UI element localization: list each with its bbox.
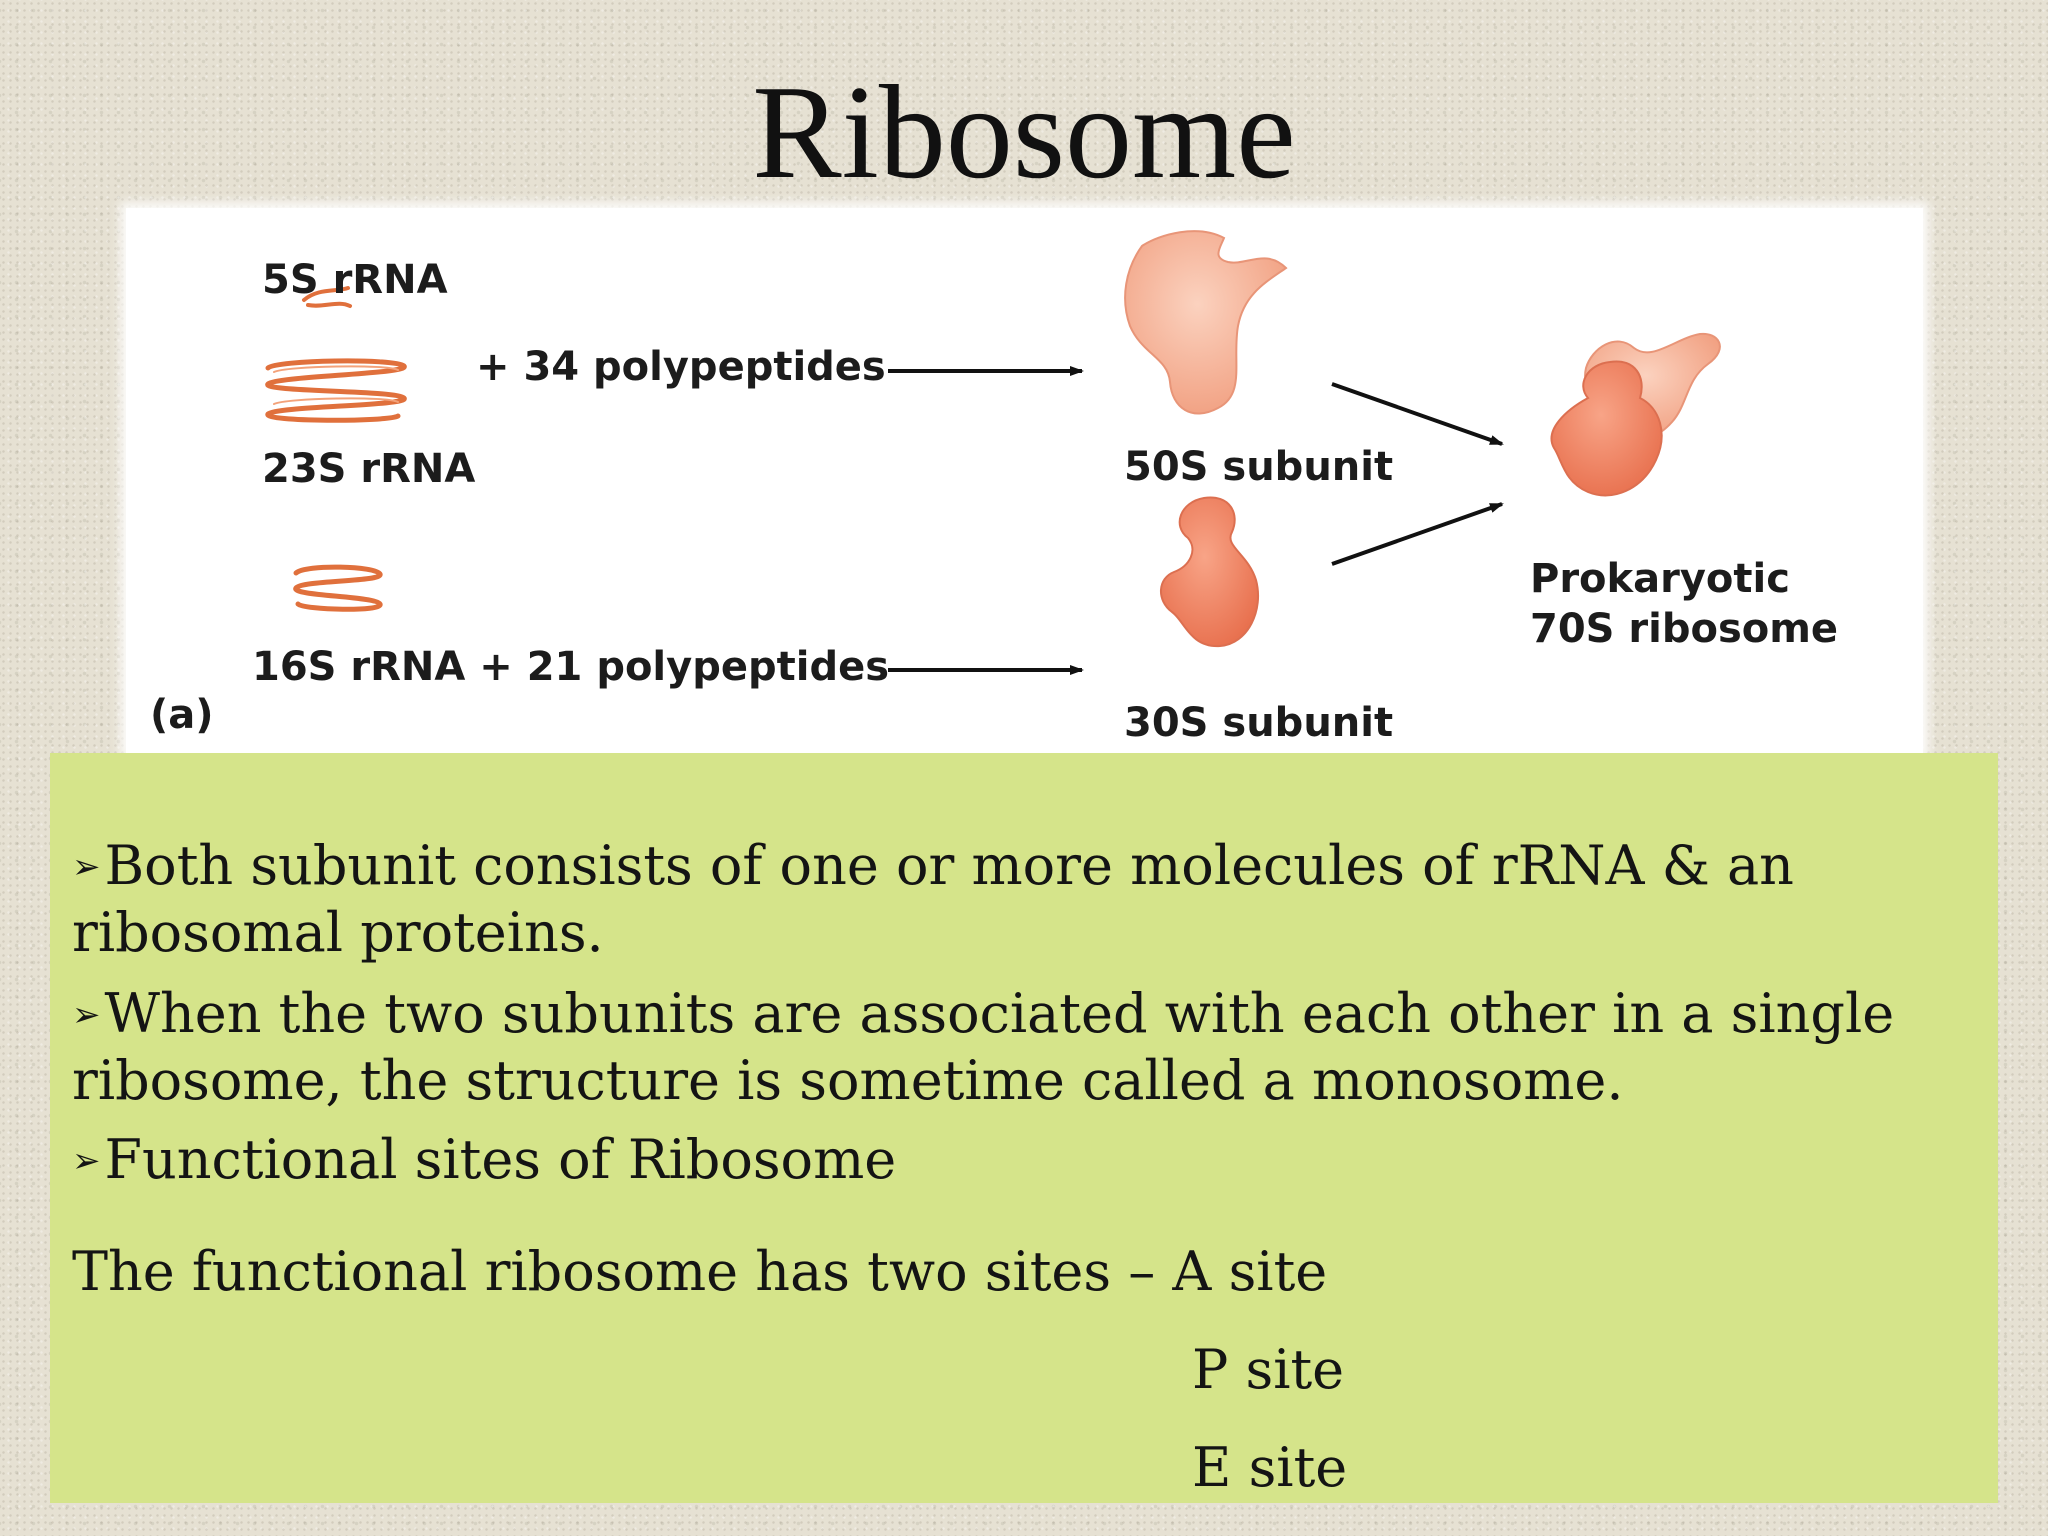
arrow-30s-to-70s <box>1331 502 1504 566</box>
label-70s-ribosome: 70S ribosome <box>1530 606 1838 652</box>
bullet-monosome: ➢When the two subunits are associated wi… <box>72 981 1972 1114</box>
label-50s-subunit: 50S subunit <box>1124 444 1393 490</box>
sites-intro: The functional ribosome has two sites – … <box>72 1240 1328 1303</box>
site-p: P site <box>1192 1338 1345 1401</box>
rrna-16s-strand <box>293 564 383 612</box>
slide-title: Ribosome <box>752 58 1296 206</box>
label-23s-rrna: 23S rRNA <box>262 446 475 492</box>
bullet-text: When the two subunits are associated wit… <box>72 982 1895 1112</box>
arrow-bullet-icon: ➢ <box>72 1141 101 1181</box>
label-prokaryotic: Prokaryotic <box>1530 556 1790 602</box>
bullet-text: Functional sites of Ribosome <box>104 1128 897 1191</box>
label-34-polypeptides: + 34 polypeptides <box>476 344 886 390</box>
arrow-bullet-icon: ➢ <box>72 995 101 1035</box>
label-16s-rrna-21-polypeptides: 16S rRNA + 21 polypeptides <box>252 644 889 690</box>
rrna-5s-strand <box>302 286 352 308</box>
bullet-functional-sites: ➢Functional sites of Ribosome <box>72 1127 1972 1194</box>
site-e: E site <box>1192 1436 1348 1499</box>
ribosome-assembly-figure: 5S rRNA + 34 polypeptides 23S rRNA 50S s… <box>126 208 1923 753</box>
subunit-50s-shape <box>1124 230 1288 415</box>
bullet-subunit-composition: ➢Both subunit consists of one or more mo… <box>72 833 1972 966</box>
label-30s-subunit: 30S subunit <box>1124 700 1393 746</box>
subunit-30s-shape <box>1160 496 1260 648</box>
label-5s-rrna: 5S rRNA <box>262 257 448 303</box>
notes-panel: ➢Both subunit consists of one or more mo… <box>50 753 1998 1503</box>
rrna-23s-strand <box>265 358 407 423</box>
bullet-text: Both subunit consists of one or more mol… <box>72 834 1794 964</box>
label-panel-a: (a) <box>150 692 214 738</box>
arrow-50s-to-70s <box>1331 382 1504 446</box>
ribosome-70s-shape <box>1550 332 1721 497</box>
arrow-bullet-icon: ➢ <box>72 847 101 887</box>
ribosome-diagram: 5S rRNA + 34 polypeptides 23S rRNA 50S s… <box>150 230 1838 746</box>
